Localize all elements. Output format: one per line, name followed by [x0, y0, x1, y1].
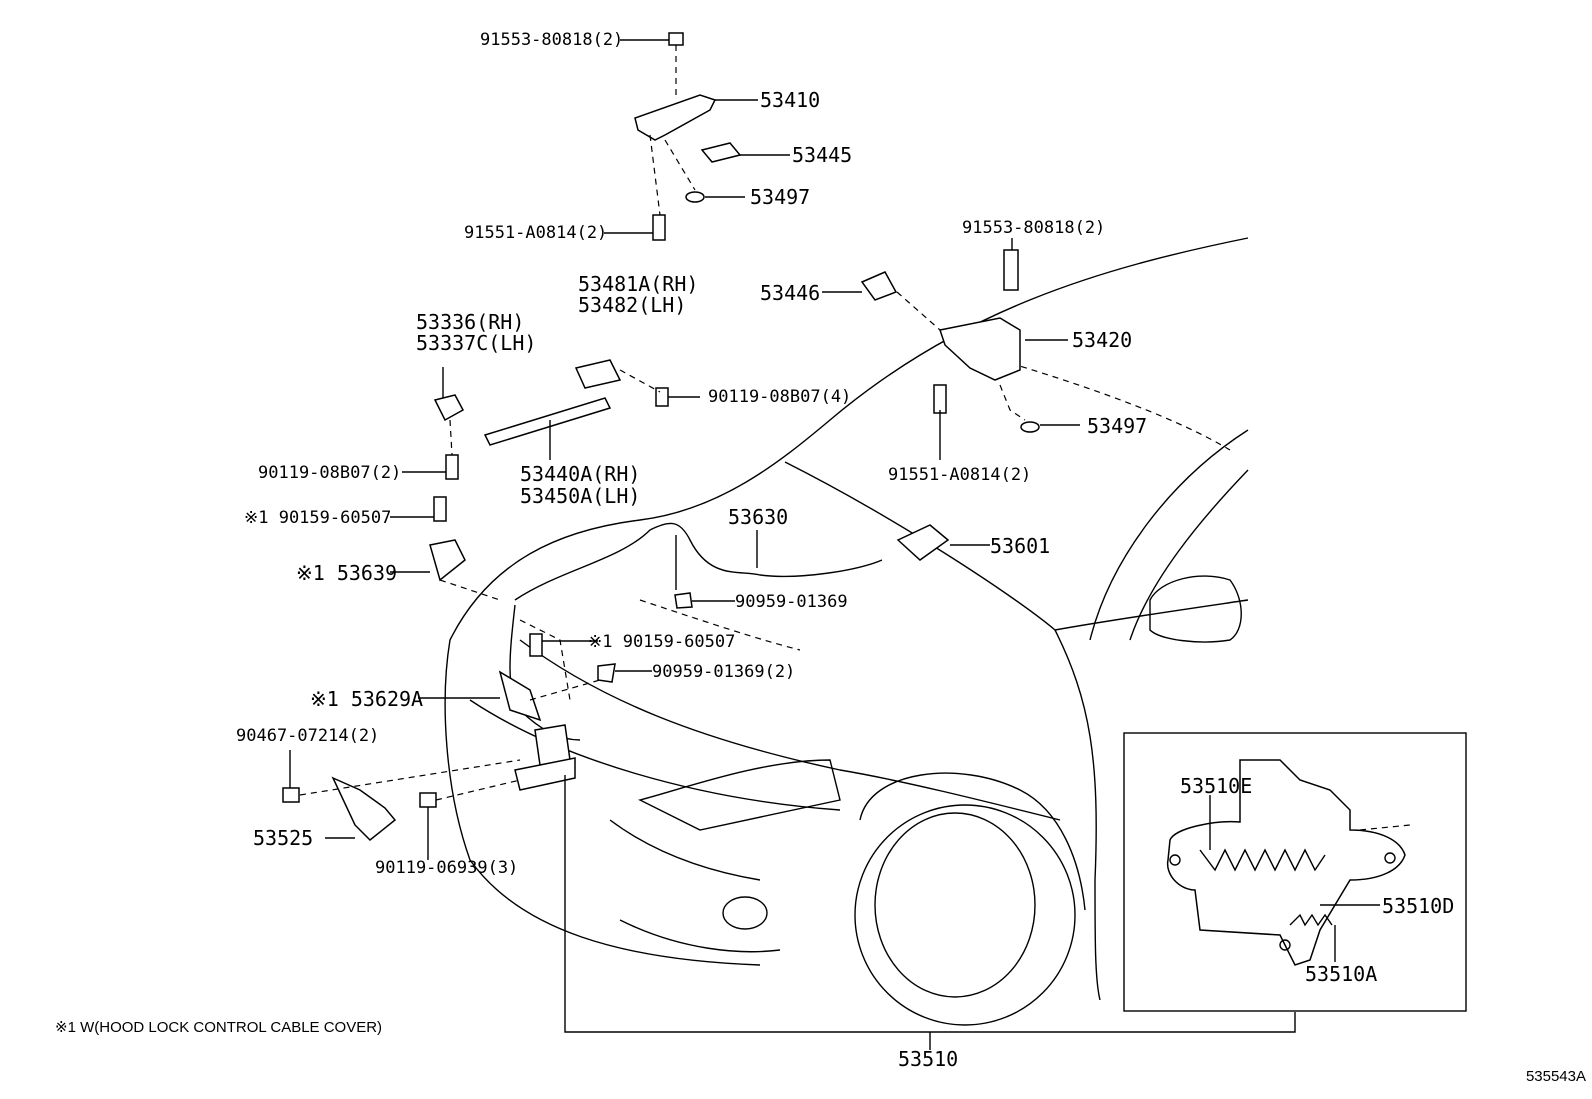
- label-53525: 53525: [253, 826, 314, 850]
- footnote: ※1 W(HOOD LOCK CONTROL CABLE COVER): [55, 1019, 383, 1036]
- label-53510e: 53510E: [1180, 774, 1253, 798]
- label-53440a-rh: 53440A(RH): [520, 462, 641, 486]
- diagram-code: 535543A: [1525, 1068, 1586, 1085]
- cable-latch-parts: [282, 522, 1296, 1050]
- label-53450a-lh: 53450A(LH): [520, 484, 641, 508]
- label-53410: 53410: [760, 88, 821, 112]
- label-53510a: 53510A: [1305, 962, 1378, 986]
- label-53445: 53445: [792, 143, 853, 167]
- support-rod-parts: [390, 359, 700, 601]
- label-91553-80818-top: 91553-80818(2): [480, 30, 624, 50]
- label-90959-01369-2: 90959-01369(2): [652, 662, 796, 682]
- label-90119-06939-3: 90119-06939(3): [375, 858, 519, 878]
- label-53482-lh: 53482(LH): [578, 293, 687, 317]
- label-91551-a0814-right: 91551-A0814(2): [888, 465, 1032, 485]
- label-91551-a0814-top: 91551-A0814(2): [464, 223, 608, 243]
- label-90159-60507-b: ※1 90159-60507: [588, 632, 736, 652]
- label-90119-08b07-2: 90119-08B07(2): [258, 463, 402, 483]
- label-90467-07214-2: 90467-07214(2): [236, 726, 380, 746]
- detail-inset: [1123, 732, 1467, 1012]
- label-53420: 53420: [1072, 328, 1133, 352]
- label-53336-rh: 53336(RH): [416, 310, 525, 334]
- hinge-parts: [604, 32, 1080, 460]
- label-53497-top: 53497: [750, 185, 811, 209]
- label-53629a: ※1 53629A: [310, 687, 424, 711]
- label-53446: 53446: [760, 281, 821, 305]
- label-53630: 53630: [728, 505, 789, 529]
- car-outline: [444, 237, 1249, 1026]
- label-90119-08b07-4: 90119-08B07(4): [708, 387, 852, 407]
- label-90959-01369: 90959-01369: [735, 592, 848, 612]
- label-53510: 53510: [898, 1047, 959, 1071]
- label-53481a-rh: 53481A(RH): [578, 272, 699, 296]
- label-90159-60507-a: ※1 90159-60507: [244, 508, 392, 528]
- label-91553-80818-right: 91553-80818(2): [962, 218, 1106, 238]
- label-53510d: 53510D: [1382, 894, 1455, 918]
- label-53601: 53601: [990, 534, 1051, 558]
- label-53639: ※1 53639: [296, 561, 398, 585]
- label-53497-right: 53497: [1087, 414, 1148, 438]
- label-53337c-lh: 53337C(LH): [416, 331, 537, 355]
